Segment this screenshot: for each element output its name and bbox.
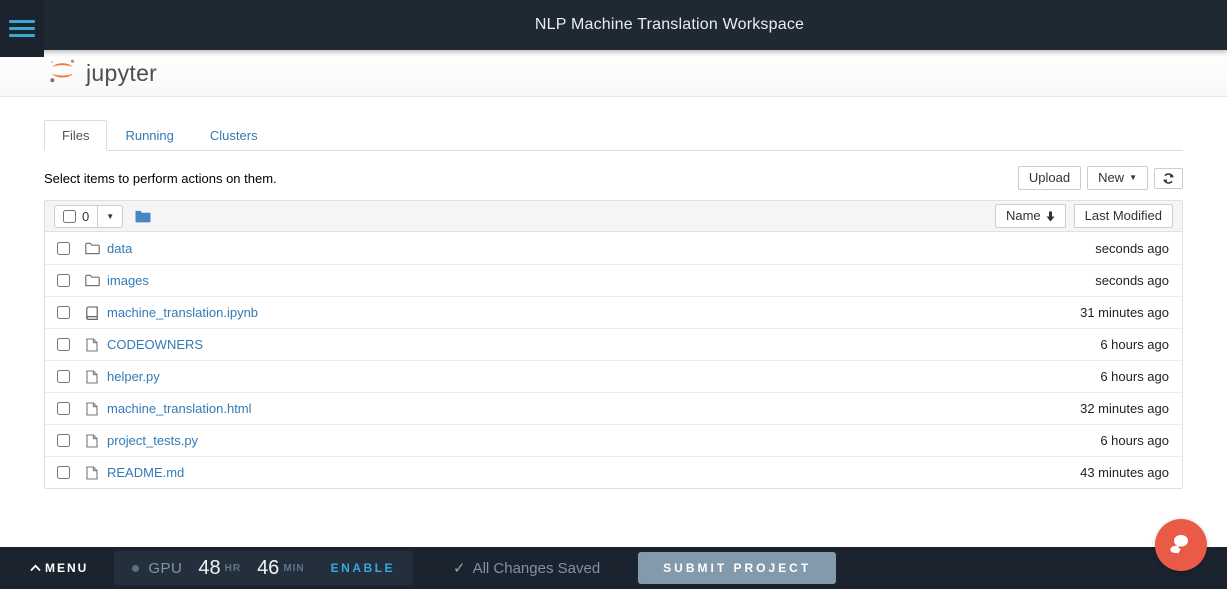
gpu-hours-unit: HR (224, 562, 242, 574)
file-link[interactable]: helper.py (107, 369, 160, 384)
enable-gpu-button[interactable]: ENABLE (330, 561, 395, 575)
table-row: machine_translation.html 32 minutes ago (45, 392, 1182, 424)
sort-name-button[interactable]: Name (994, 204, 1066, 228)
menu-toggle-button[interactable]: MENU (30, 561, 88, 575)
gpu-minutes-unit: MIN (283, 562, 305, 574)
sort-modified-button[interactable]: Last Modified (1073, 204, 1173, 228)
gpu-label: GPU (148, 559, 183, 577)
last-modified-text: 31 minutes ago (1080, 305, 1169, 320)
table-row: CODEOWNERS 6 hours ago (45, 328, 1182, 360)
last-modified-text: 6 hours ago (1100, 337, 1169, 352)
chevron-down-icon: ▼ (1129, 173, 1137, 182)
gpu-hours: 48 (198, 556, 221, 579)
last-modified-text: 6 hours ago (1100, 369, 1169, 384)
folder-icon (79, 274, 105, 287)
save-status: ✓ All Changes Saved (453, 559, 601, 578)
refresh-icon (1162, 172, 1175, 185)
row-checkbox[interactable] (57, 466, 70, 479)
file-link[interactable]: machine_translation.ipynb (107, 305, 259, 320)
refresh-button[interactable] (1154, 167, 1183, 189)
jupyter-header: jupyter (0, 50, 1227, 97)
row-checkbox[interactable] (57, 338, 70, 351)
tab-running[interactable]: Running (125, 128, 174, 143)
chat-fab-button[interactable] (1155, 519, 1207, 571)
jupyter-logo[interactable]: jupyter (46, 55, 157, 92)
file-icon (79, 369, 105, 384)
gpu-minutes: 46 (257, 556, 280, 579)
file-icon (79, 465, 105, 480)
file-rows: data seconds ago images seconds ago mach… (45, 232, 1182, 488)
new-dropdown-button[interactable]: New ▼ (1087, 166, 1148, 190)
workspace-footer: MENU GPU 48 HR 46 MIN ENABLE ✓ All Chang… (0, 547, 1227, 589)
row-checkbox[interactable] (57, 370, 70, 383)
file-link[interactable]: data (107, 240, 133, 256)
row-checkbox[interactable] (57, 241, 70, 255)
hamburger-menu-icon[interactable] (0, 0, 44, 57)
file-link[interactable]: project_tests.py (107, 433, 199, 448)
jupyter-logo-icon (46, 55, 79, 92)
row-checkbox[interactable] (57, 306, 70, 319)
chevron-down-icon: ▼ (106, 211, 115, 221)
file-icon (79, 401, 105, 416)
checkmark-icon: ✓ (453, 560, 466, 577)
file-list: 0 ▼ Name Last Modified (44, 200, 1183, 489)
last-modified-text: 32 minutes ago (1080, 401, 1169, 416)
row-checkbox[interactable] (57, 274, 70, 287)
select-all-control[interactable]: 0 ▼ (54, 204, 124, 228)
submit-project-button[interactable]: SUBMIT PROJECT (638, 552, 837, 584)
folder-icon (79, 242, 105, 255)
row-checkbox[interactable] (57, 434, 70, 447)
select-all-checkbox[interactable] (63, 209, 76, 223)
table-row: helper.py 6 hours ago (45, 360, 1182, 392)
workspace-topbar: NLP Machine Translation Workspace (0, 0, 1227, 57)
file-link[interactable]: README.md (107, 465, 185, 480)
tab-files[interactable]: Files (44, 120, 108, 151)
last-modified-text: 43 minutes ago (1080, 465, 1169, 480)
chevron-up-icon (30, 564, 41, 572)
file-link[interactable]: machine_translation.html (107, 401, 252, 416)
last-modified-text: seconds ago (1095, 240, 1169, 256)
file-icon (79, 337, 105, 352)
row-checkbox[interactable] (57, 402, 70, 415)
last-modified-text: 6 hours ago (1100, 433, 1169, 448)
jupyter-logo-text: jupyter (86, 59, 158, 86)
table-row: data seconds ago (45, 232, 1182, 264)
selection-hint: Select items to perform actions on them. (44, 170, 277, 186)
gpu-status-dot-icon (132, 564, 140, 572)
notebook-icon (79, 305, 105, 320)
upload-button[interactable]: Upload (1017, 166, 1082, 190)
selected-count: 0 (82, 208, 90, 224)
file-icon (79, 433, 105, 448)
toolbar: Select items to perform actions on them.… (44, 165, 1183, 191)
file-list-header: 0 ▼ Name Last Modified (45, 201, 1182, 232)
last-modified-text: seconds ago (1095, 273, 1169, 288)
file-link[interactable]: images (107, 273, 149, 288)
arrow-down-icon (1046, 211, 1055, 222)
workspace-title: NLP Machine Translation Workspace (534, 16, 805, 33)
gpu-time-panel: GPU 48 HR 46 MIN ENABLE (114, 551, 413, 585)
breadcrumb-folder-icon[interactable] (135, 210, 151, 223)
table-row: images seconds ago (45, 264, 1182, 296)
tab-clusters[interactable]: Clusters (209, 128, 258, 143)
table-row: project_tests.py 6 hours ago (45, 424, 1182, 456)
table-row: README.md 43 minutes ago (45, 456, 1182, 488)
select-dropdown-toggle[interactable]: ▼ (97, 205, 122, 227)
file-link[interactable]: CODEOWNERS (107, 337, 204, 352)
chat-bubbles-icon (1168, 533, 1195, 557)
tab-bar: Files Running Clusters (44, 120, 1183, 151)
table-row: machine_translation.ipynb 31 minutes ago (45, 296, 1182, 328)
